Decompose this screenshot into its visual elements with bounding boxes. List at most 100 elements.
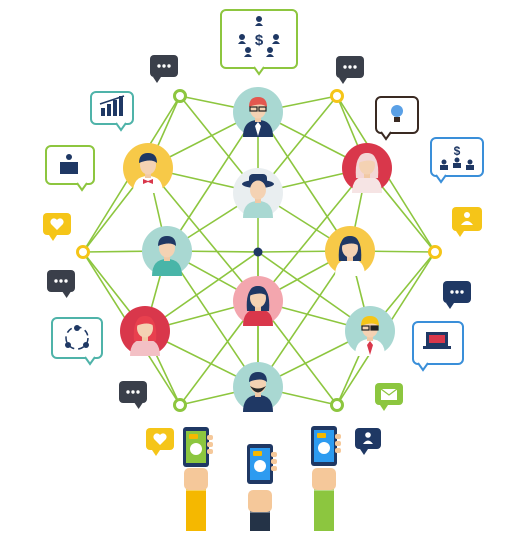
bubble-tail	[360, 449, 368, 455]
network-edge	[257, 111, 351, 252]
bubble-tail	[76, 182, 88, 192]
chat-bubble-icon	[150, 55, 178, 83]
bubble-tail	[62, 292, 71, 298]
avatar-icon	[233, 362, 283, 412]
glasses	[361, 325, 370, 331]
trend-arrow	[99, 95, 125, 105]
bubble-dot	[162, 64, 166, 68]
screen-avatar	[254, 460, 266, 472]
avatar-icon	[345, 306, 395, 356]
avatar-icon	[233, 87, 283, 137]
finger	[271, 452, 277, 457]
sleeve	[314, 485, 334, 531]
tie	[255, 122, 261, 136]
bulb-glass	[391, 105, 403, 117]
user-card-icon	[452, 207, 482, 237]
dollar-glyph: $	[454, 144, 461, 158]
bubble-dot	[460, 290, 464, 294]
heart-shape	[50, 218, 64, 230]
bubble-outline	[90, 91, 134, 125]
meeting-icon: $	[430, 137, 484, 184]
person-head	[239, 34, 245, 40]
person-body	[266, 54, 274, 57]
network-node	[330, 398, 344, 412]
glasses	[258, 106, 267, 112]
bubble-body	[355, 428, 381, 449]
avatar-body	[335, 259, 365, 276]
chat-bubble-icon	[47, 270, 75, 298]
hands-with-phones	[183, 426, 341, 531]
chart-bar	[101, 108, 105, 116]
network-outer-nodes	[76, 89, 442, 412]
bubble-tail	[134, 403, 143, 409]
dollar-glyph: $	[255, 32, 264, 49]
chart-bar	[113, 100, 117, 116]
chart-bar	[107, 104, 111, 116]
bubble-tail	[84, 356, 96, 366]
bubble-body	[452, 207, 482, 231]
avatar-body	[243, 309, 273, 326]
sleeve	[250, 507, 270, 531]
glasses	[370, 325, 379, 331]
bubble-outline	[51, 317, 103, 359]
bubble-tail	[115, 122, 127, 132]
chat-bubble-icon	[443, 281, 471, 309]
avatar-icon	[120, 306, 170, 356]
person-body	[466, 165, 474, 170]
bubble-dot	[64, 279, 68, 283]
hand-palm	[184, 468, 208, 490]
person-body	[244, 54, 252, 57]
bubble-dot	[343, 65, 347, 69]
bubble-tail	[253, 66, 265, 76]
presentation-icon	[45, 145, 95, 192]
person-body	[453, 163, 461, 168]
bubble-tail	[49, 235, 57, 241]
screen-bubble	[189, 434, 198, 439]
bubble-tail	[339, 78, 347, 84]
tie	[367, 341, 373, 355]
person-head	[83, 342, 89, 348]
person-head	[441, 159, 447, 165]
heart-icon	[146, 428, 174, 456]
bubble-tail	[380, 405, 388, 411]
chat-bubble-icon	[336, 56, 364, 84]
network-node	[76, 245, 90, 259]
avatar-body	[352, 176, 382, 193]
bubble-tail	[380, 131, 392, 141]
person-body	[272, 41, 280, 44]
avatar-hair	[249, 372, 267, 382]
person-body	[255, 23, 263, 26]
network-edge	[166, 250, 259, 388]
finger	[335, 441, 341, 446]
hand-palm	[248, 490, 272, 512]
avatar-icon	[142, 226, 192, 276]
bubble-dot	[54, 279, 58, 283]
avatar-hair	[358, 153, 376, 163]
person-head	[365, 432, 371, 438]
bubble-dot	[450, 290, 454, 294]
bubble-dot	[59, 279, 63, 283]
person-head	[245, 47, 251, 53]
team-cycle-icon	[51, 317, 103, 366]
heart-shape	[153, 433, 167, 445]
avatar-icon	[123, 143, 173, 193]
smartphone-icon	[247, 444, 277, 531]
person-head	[267, 47, 273, 53]
growth-chart-icon	[90, 91, 134, 132]
avatar-nodes	[120, 87, 395, 412]
person-head	[467, 159, 473, 165]
podium	[60, 162, 78, 174]
bubble-dot	[157, 64, 161, 68]
avatar-icon	[233, 276, 283, 326]
bubble-tail	[446, 303, 454, 309]
bubble-dot	[131, 390, 135, 394]
bubble-dot	[136, 390, 140, 394]
finger	[271, 466, 277, 471]
envelope-flap	[380, 388, 398, 396]
bubble-dot	[353, 65, 357, 69]
money-network-icon: $	[220, 9, 298, 76]
network-node	[173, 398, 187, 412]
avatar-icon	[342, 143, 392, 193]
smartphone-icon	[311, 426, 341, 531]
